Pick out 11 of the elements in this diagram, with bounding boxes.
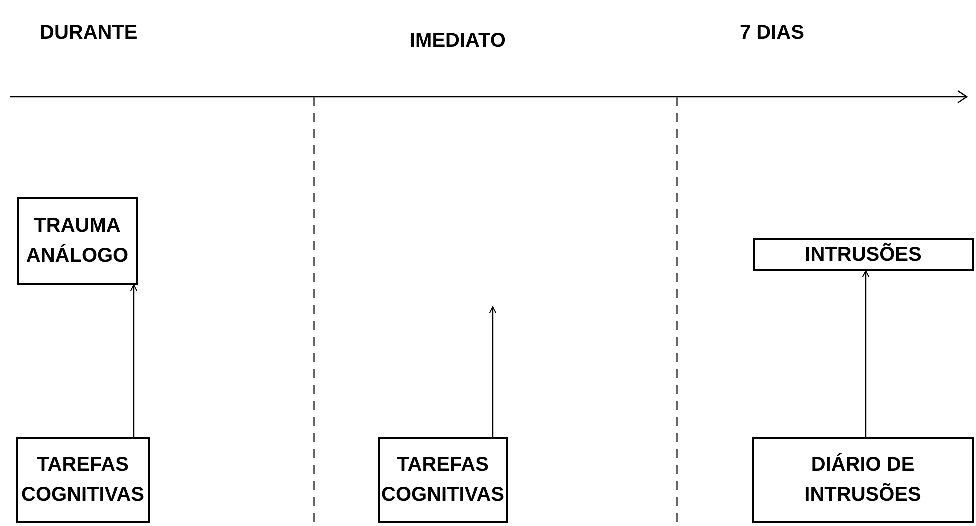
phase-heading: IMEDIATO [410,29,506,54]
arrow [862,270,870,437]
arrow [130,284,138,437]
text-box: INTRUSÕES [753,238,974,271]
text-box: DIÁRIO DE INTRUSÕES [752,437,974,523]
phase-heading: DURANTE [40,21,138,46]
text-box: TAREFAS COGNITIVAS [16,437,150,523]
text-box: TAREFAS COGNITIVAS [378,437,508,523]
text-box: TRAUMA ANÁLOGO [17,197,138,285]
phase-heading: 7 DIAS [740,21,804,46]
arrow [489,306,497,437]
